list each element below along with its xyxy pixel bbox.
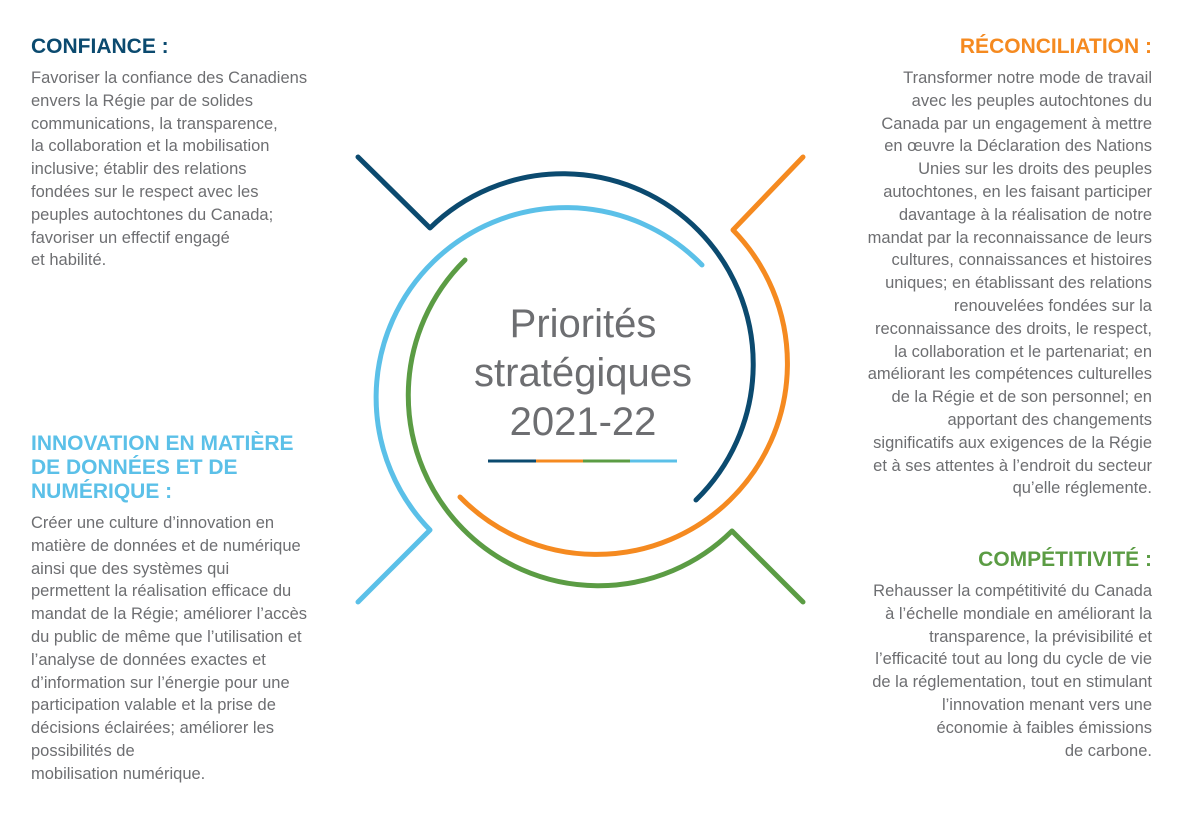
reconciliation-heading: RÉCONCILIATION : xyxy=(959,35,1152,58)
center-title-line1: Priorités xyxy=(509,302,657,346)
innovation-heading-line2: DE DONNÉES ET DE xyxy=(31,456,238,479)
confiance-heading: CONFIANCE : xyxy=(31,35,169,58)
reconciliation-section: RÉCONCILIATION : Transformer notre mode … xyxy=(800,35,1152,500)
competitivite-section: COMPÉTITIVITÉ : Rehausser la compétitivi… xyxy=(800,548,1152,762)
competitivite-body: Rehausser la compétitivité du Canada à l… xyxy=(872,582,1152,760)
innovation-section: INNOVATION EN MATIÈRE DE DONNÉES ET DE N… xyxy=(31,432,371,786)
reconciliation-body: Transformer notre mode de travail avec l… xyxy=(867,69,1152,498)
innovation-heading: INNOVATION EN MATIÈRE DE DONNÉES ET DE N… xyxy=(31,432,371,504)
center-title-line2: stratégiques xyxy=(474,351,692,395)
confiance-arc xyxy=(355,154,756,503)
confiance-body: Favoriser la confiance des Canadiens env… xyxy=(31,69,308,270)
center-title-line3: 2021-22 xyxy=(509,400,657,444)
confiance-section: CONFIANCE : Favoriser la confiance des C… xyxy=(31,35,371,272)
competitivite-arc xyxy=(405,257,806,605)
center-title: Priorités stratégiques 2021-22 xyxy=(463,300,703,447)
innovation-body: Créer une culture d’innovation en matièr… xyxy=(31,514,308,783)
competitivite-heading: COMPÉTITIVITÉ : xyxy=(978,548,1152,571)
reconciliation-arc xyxy=(457,154,806,557)
innovation-arc xyxy=(355,205,705,605)
innovation-heading-line1: INNOVATION EN MATIÈRE xyxy=(31,432,294,455)
innovation-heading-line3: NUMÉRIQUE : xyxy=(31,480,173,503)
